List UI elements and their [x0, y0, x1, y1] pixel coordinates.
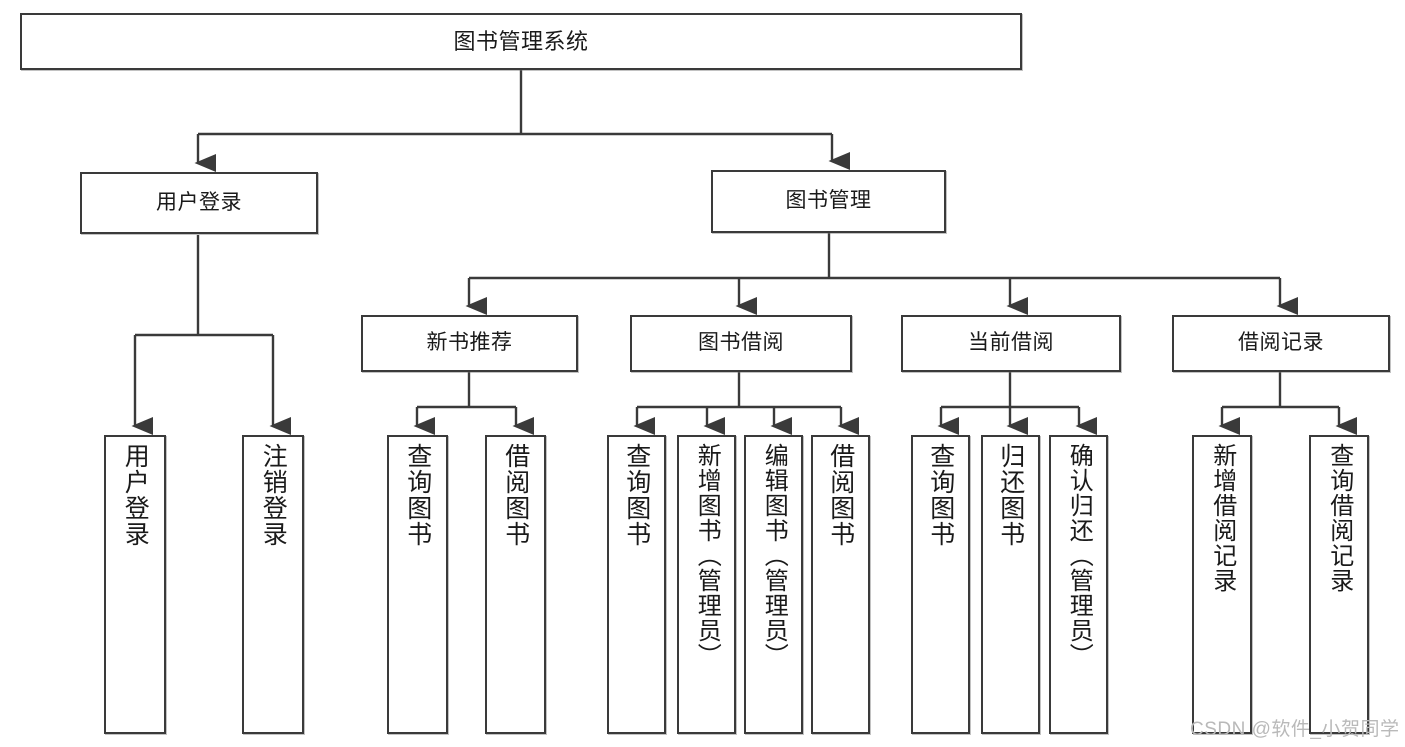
leaf-edit-book-label: 编辑图书（管理员） — [760, 443, 788, 668]
leaf-borrow-book-2-label: 借阅图书 — [826, 443, 855, 547]
leaf-query-book-1-label: 查询图书 — [403, 443, 432, 547]
leaf-add-record[interactable]: 新增借阅记录 — [1192, 435, 1252, 734]
node-user-login[interactable]: 用户登录 — [80, 172, 318, 234]
leaf-query-book-3[interactable]: 查询图书 — [911, 435, 970, 734]
node-new-book-rec[interactable]: 新书推荐 — [361, 315, 578, 372]
node-book-manage-label: 图书管理 — [785, 189, 872, 213]
node-new-book-rec-label: 新书推荐 — [426, 331, 513, 355]
leaf-add-book-label: 新增图书（管理员） — [693, 443, 721, 668]
node-book-borrow[interactable]: 图书借阅 — [630, 315, 852, 372]
node-current-borrow-label: 当前借阅 — [968, 331, 1054, 355]
leaf-return-book[interactable]: 归还图书 — [981, 435, 1040, 734]
node-book-manage[interactable]: 图书管理 — [711, 170, 946, 233]
leaf-logout[interactable]: 注销登录 — [242, 435, 304, 734]
leaf-query-book-1[interactable]: 查询图书 — [387, 435, 448, 734]
node-current-borrow[interactable]: 当前借阅 — [901, 315, 1121, 372]
leaf-confirm-return[interactable]: 确认归还（管理员） — [1049, 435, 1108, 734]
leaf-query-record-label: 查询借阅记录 — [1325, 443, 1353, 593]
leaf-query-record[interactable]: 查询借阅记录 — [1309, 435, 1369, 734]
leaf-borrow-book-2[interactable]: 借阅图书 — [811, 435, 870, 734]
leaf-add-record-label: 新增借阅记录 — [1208, 443, 1236, 593]
csdn-watermark: CSDN @软件_小贺同学 — [1190, 714, 1399, 741]
leaf-user-login-label: 用户登录 — [121, 443, 150, 547]
leaf-query-book-3-label: 查询图书 — [926, 443, 955, 547]
node-book-borrow-label: 图书借阅 — [698, 331, 784, 355]
node-borrow-record[interactable]: 借阅记录 — [1172, 315, 1390, 372]
node-root-system[interactable]: 图书管理系统 — [20, 13, 1022, 70]
node-root-system-label: 图书管理系统 — [453, 28, 589, 54]
leaf-query-book-2[interactable]: 查询图书 — [607, 435, 666, 734]
leaf-edit-book[interactable]: 编辑图书（管理员） — [744, 435, 803, 734]
csdn-watermark-text: CSDN @软件_小贺同学 — [1190, 719, 1400, 740]
leaf-borrow-book-1[interactable]: 借阅图书 — [485, 435, 546, 734]
leaf-return-book-label: 归还图书 — [996, 443, 1025, 547]
leaf-query-book-2-label: 查询图书 — [622, 443, 651, 547]
leaf-add-book[interactable]: 新增图书（管理员） — [677, 435, 736, 734]
leaf-borrow-book-1-label: 借阅图书 — [501, 443, 530, 547]
leaf-logout-label: 注销登录 — [259, 443, 288, 547]
leaf-user-login[interactable]: 用户登录 — [104, 435, 166, 734]
node-user-login-label: 用户登录 — [156, 190, 242, 214]
node-borrow-record-label: 借阅记录 — [1238, 331, 1324, 355]
leaf-confirm-return-label: 确认归还（管理员） — [1065, 443, 1093, 668]
